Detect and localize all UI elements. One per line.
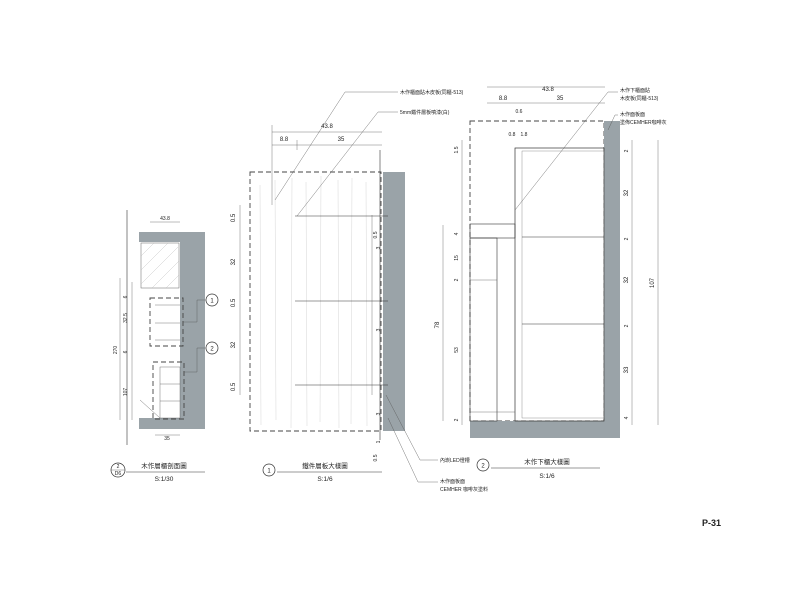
mid-note-4: 木作面板面	[440, 478, 465, 485]
right-dim-4b: 4	[624, 416, 630, 419]
left-view-tag-bottom: D6	[115, 471, 122, 477]
wall-section	[383, 172, 405, 431]
mid-view-scale: S:1/6	[317, 476, 333, 483]
mid-dim-32a: 32	[231, 258, 237, 265]
right-dim-4: 4	[454, 232, 460, 235]
right-dim-2a: 2	[454, 278, 460, 281]
middle-detail-view: 43.8 8.8 35 0.5 32 0.5 32 0.5 0.5 3 3 3 …	[231, 89, 488, 493]
callout-1-label: 1	[210, 299, 214, 305]
right-dim-32b: 32	[624, 276, 630, 283]
mid-view-number: 1	[267, 469, 271, 475]
ceiling-slab	[139, 232, 205, 242]
right-dim-33: 33	[624, 366, 630, 373]
left-dim-6b: 6	[123, 350, 129, 353]
right-view-scale: S:1/6	[539, 473, 555, 480]
page-number: P-31	[702, 518, 721, 528]
mid-dim-0-5-side: 0.5	[373, 231, 379, 238]
left-dim-32-5: 32.5	[123, 313, 129, 323]
right-note-1: 木作下櫃面貼	[620, 87, 650, 94]
mid-dim-0-5b: 0.5	[231, 298, 237, 307]
mid-dim-32b: 32	[231, 341, 237, 348]
left-view-tag-top: 2	[117, 464, 120, 470]
mid-note-3: 內崁LED燈槽	[440, 457, 470, 464]
lower-cabinet-box	[514, 147, 605, 422]
mid-dim-3b: 3	[376, 328, 382, 331]
mid-view-tag	[262, 463, 276, 477]
mid-dim-35: 35	[338, 137, 345, 143]
mid-dim-3a: 3	[376, 246, 382, 249]
cabinet-outline	[249, 171, 382, 432]
right-dim-53: 53	[454, 347, 460, 353]
right-dim-107: 107	[650, 277, 656, 288]
right-view-title: 木作下櫃大樣圖	[524, 457, 570, 466]
right-view-number: 2	[481, 464, 485, 470]
right-dim-2c: 2	[624, 149, 630, 152]
right-dim-1-5: 1.5	[454, 146, 460, 153]
right-note-2b: 塗佈CEMHER咖啡灰	[620, 119, 667, 126]
mid-dim-0-5a: 0.5	[231, 213, 237, 222]
detail-callout-box-2	[152, 361, 185, 420]
right-wall-section	[604, 121, 620, 438]
right-dim-2d: 2	[624, 237, 630, 240]
mid-dim-8-8: 8.8	[280, 137, 289, 143]
floor-slab	[139, 418, 205, 429]
callout-marker-1	[205, 293, 219, 307]
right-note-1b: 木皮板(同櫃-513)	[620, 95, 659, 102]
right-dim-43-8: 43.8	[542, 87, 554, 93]
left-view-title: 木作層櫃剖面圖	[141, 461, 187, 470]
right-dim-1-8: 1.8	[521, 132, 528, 138]
right-cabinet-outline	[469, 120, 605, 422]
left-dim-bottom: 35	[164, 436, 170, 442]
right-dim-35: 35	[557, 96, 564, 102]
right-dim-78: 78	[435, 321, 441, 328]
mid-note-5: CEMHER 咖啡灰塗料	[440, 486, 488, 493]
right-dim-8-8: 8.8	[499, 96, 508, 102]
mid-dim-43-8: 43.8	[321, 124, 333, 130]
mid-dim-0-5-bottom: 0.5	[373, 454, 379, 461]
left-dim-top: 43.8	[160, 216, 170, 222]
left-dim-270: 270	[113, 346, 119, 355]
mid-dim-0-5c: 0.5	[231, 382, 237, 391]
mid-note-2: 5mm鐵件層板噴漆(白)	[400, 109, 450, 116]
right-floor	[470, 421, 620, 438]
mid-note-1: 木作櫃面貼木皮板(同櫃-513)	[400, 89, 464, 96]
right-dim-0-8: 0.8	[509, 132, 516, 138]
right-dim-15: 15	[454, 255, 460, 261]
detail-callout-box-1	[149, 297, 184, 347]
left-dim-107: 107	[123, 388, 129, 397]
right-detail-view: 43.8 8.8 35 0.6 0.8 1.8 1.5 4 15 2 53 2 …	[435, 86, 667, 480]
left-section-view: 1 2 43.8 35 6 32.5 6 270 107 2 D6 木作層櫃剖面…	[110, 210, 219, 483]
left-view-scale: S:1/30	[155, 476, 174, 483]
mid-view-title: 鐵件層板大樣圖	[302, 461, 348, 470]
right-dim-32a: 32	[624, 189, 630, 196]
right-dim-0-6: 0.6	[516, 109, 523, 115]
left-dim-6a: 6	[123, 295, 129, 298]
callout-2-label: 2	[210, 347, 214, 353]
right-note-2: 木作面板面	[620, 111, 645, 118]
callout-marker-2	[205, 341, 219, 355]
mid-dim-1: 1	[376, 440, 382, 443]
right-view-tag	[476, 458, 490, 472]
right-dim-2e: 2	[624, 324, 630, 327]
mid-dim-3c: 3	[376, 412, 382, 415]
right-dim-2b: 2	[454, 418, 460, 421]
